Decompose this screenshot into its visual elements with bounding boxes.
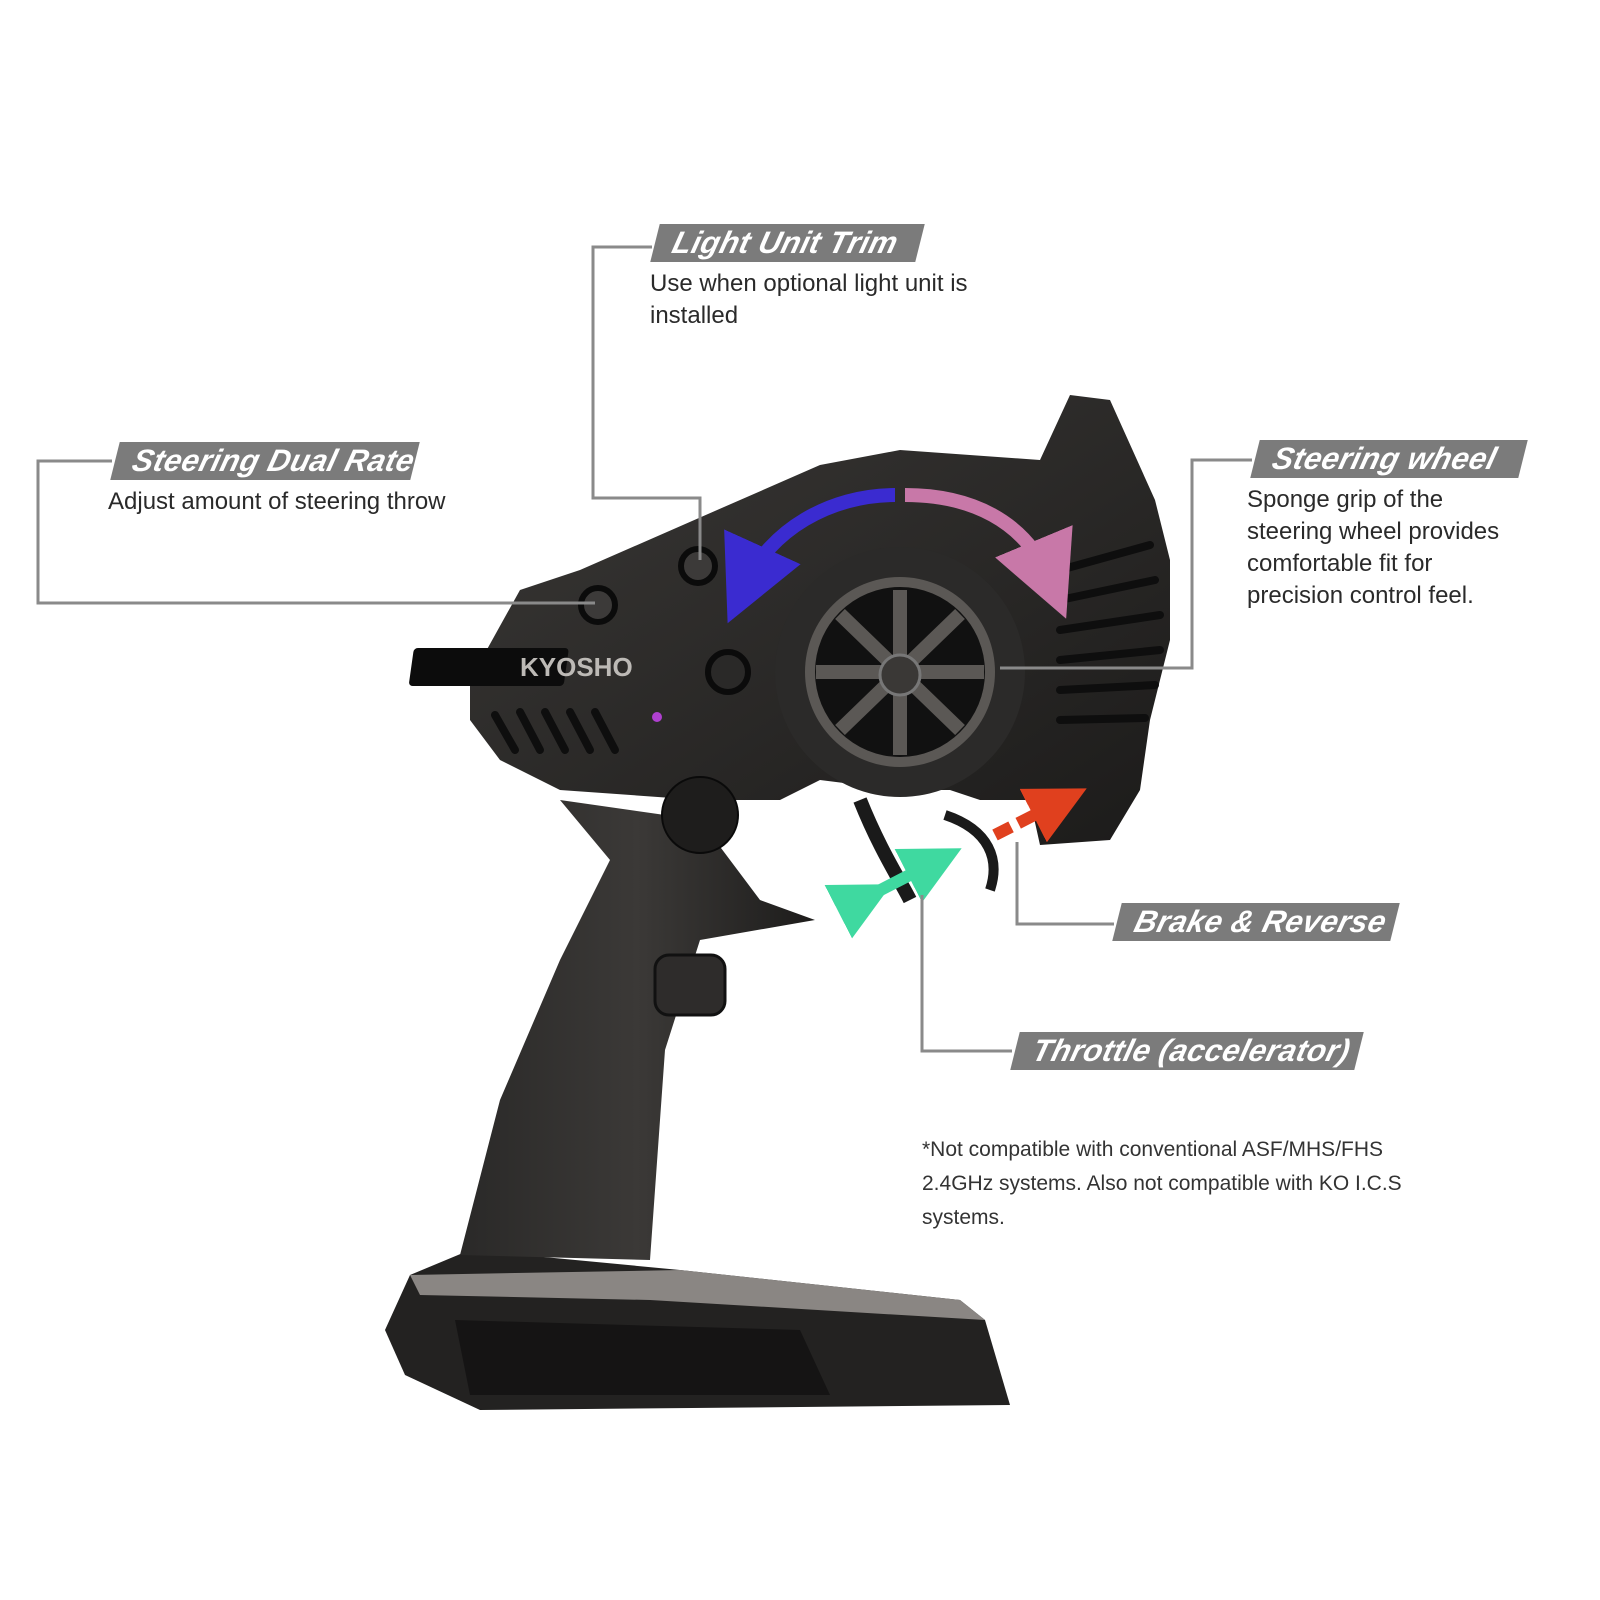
light-unit-trim-desc: Use when optional light unit is installe… (650, 268, 968, 332)
dual-rate-knob (578, 585, 618, 625)
footnote-line: *Not compatible with conventional ASF/MH… (922, 1138, 1384, 1161)
brake-reverse-title: Brake & Reverse (1130, 904, 1391, 939)
steer-left-arrow (724, 488, 896, 624)
desc-line: Adjust amount of steering throw (108, 488, 446, 515)
leader-lines (36, 245, 1252, 1053)
desc-line: precision control feel. (1247, 582, 1474, 609)
transmitter-grip (460, 800, 815, 1260)
logo-plate (409, 648, 569, 686)
throttle-title: Throttle (accelerator) (1028, 1033, 1355, 1068)
steering-wheel (775, 547, 1025, 797)
steer-right-arrow (904, 488, 1073, 619)
steering-wheel-label: Steering wheel (1250, 440, 1528, 478)
vent-slots (491, 541, 1164, 754)
grip-knob (661, 776, 739, 854)
steering-dual-rate-title: Steering Dual Rate (128, 443, 419, 478)
throttle-label: Throttle (accelerator) (1010, 1032, 1364, 1070)
desc-line: Sponge grip of the (1247, 486, 1444, 513)
footnote-line: systems. (922, 1206, 1005, 1229)
desc-line: steering wheel provides (1247, 518, 1500, 545)
light-trim-knob (678, 546, 718, 586)
light-unit-trim-label: Light Unit Trim (650, 224, 925, 262)
brake-arrow (992, 788, 1087, 843)
compatibility-footnote: *Not compatible with conventional ASF/MH… (922, 1133, 1402, 1235)
brake-reverse-label: Brake & Reverse (1112, 903, 1400, 941)
kyosho-logo: KYOSHO (520, 652, 633, 682)
brake-trigger (943, 810, 999, 892)
power-led (652, 712, 662, 722)
desc-line: installed (650, 302, 739, 329)
footnote-line: 2.4GHz systems. Also not compatible with… (922, 1172, 1402, 1195)
steering-wheel-title: Steering wheel (1268, 441, 1501, 476)
light-unit-trim-title: Light Unit Trim (668, 225, 902, 260)
trim-knob (705, 649, 751, 695)
desc-line: Use when optional light unit is (650, 270, 968, 297)
throttle-arrow (824, 848, 962, 939)
grip-button (653, 953, 727, 1017)
steering-dual-rate-label: Steering Dual Rate (110, 442, 420, 480)
steering-wheel-desc: Sponge grip of the steering wheel provid… (1247, 484, 1499, 612)
transmitter-base (385, 1250, 1010, 1410)
desc-line: comfortable fit for (1247, 550, 1433, 577)
steering-dual-rate-desc: Adjust amount of steering throw (108, 486, 446, 518)
